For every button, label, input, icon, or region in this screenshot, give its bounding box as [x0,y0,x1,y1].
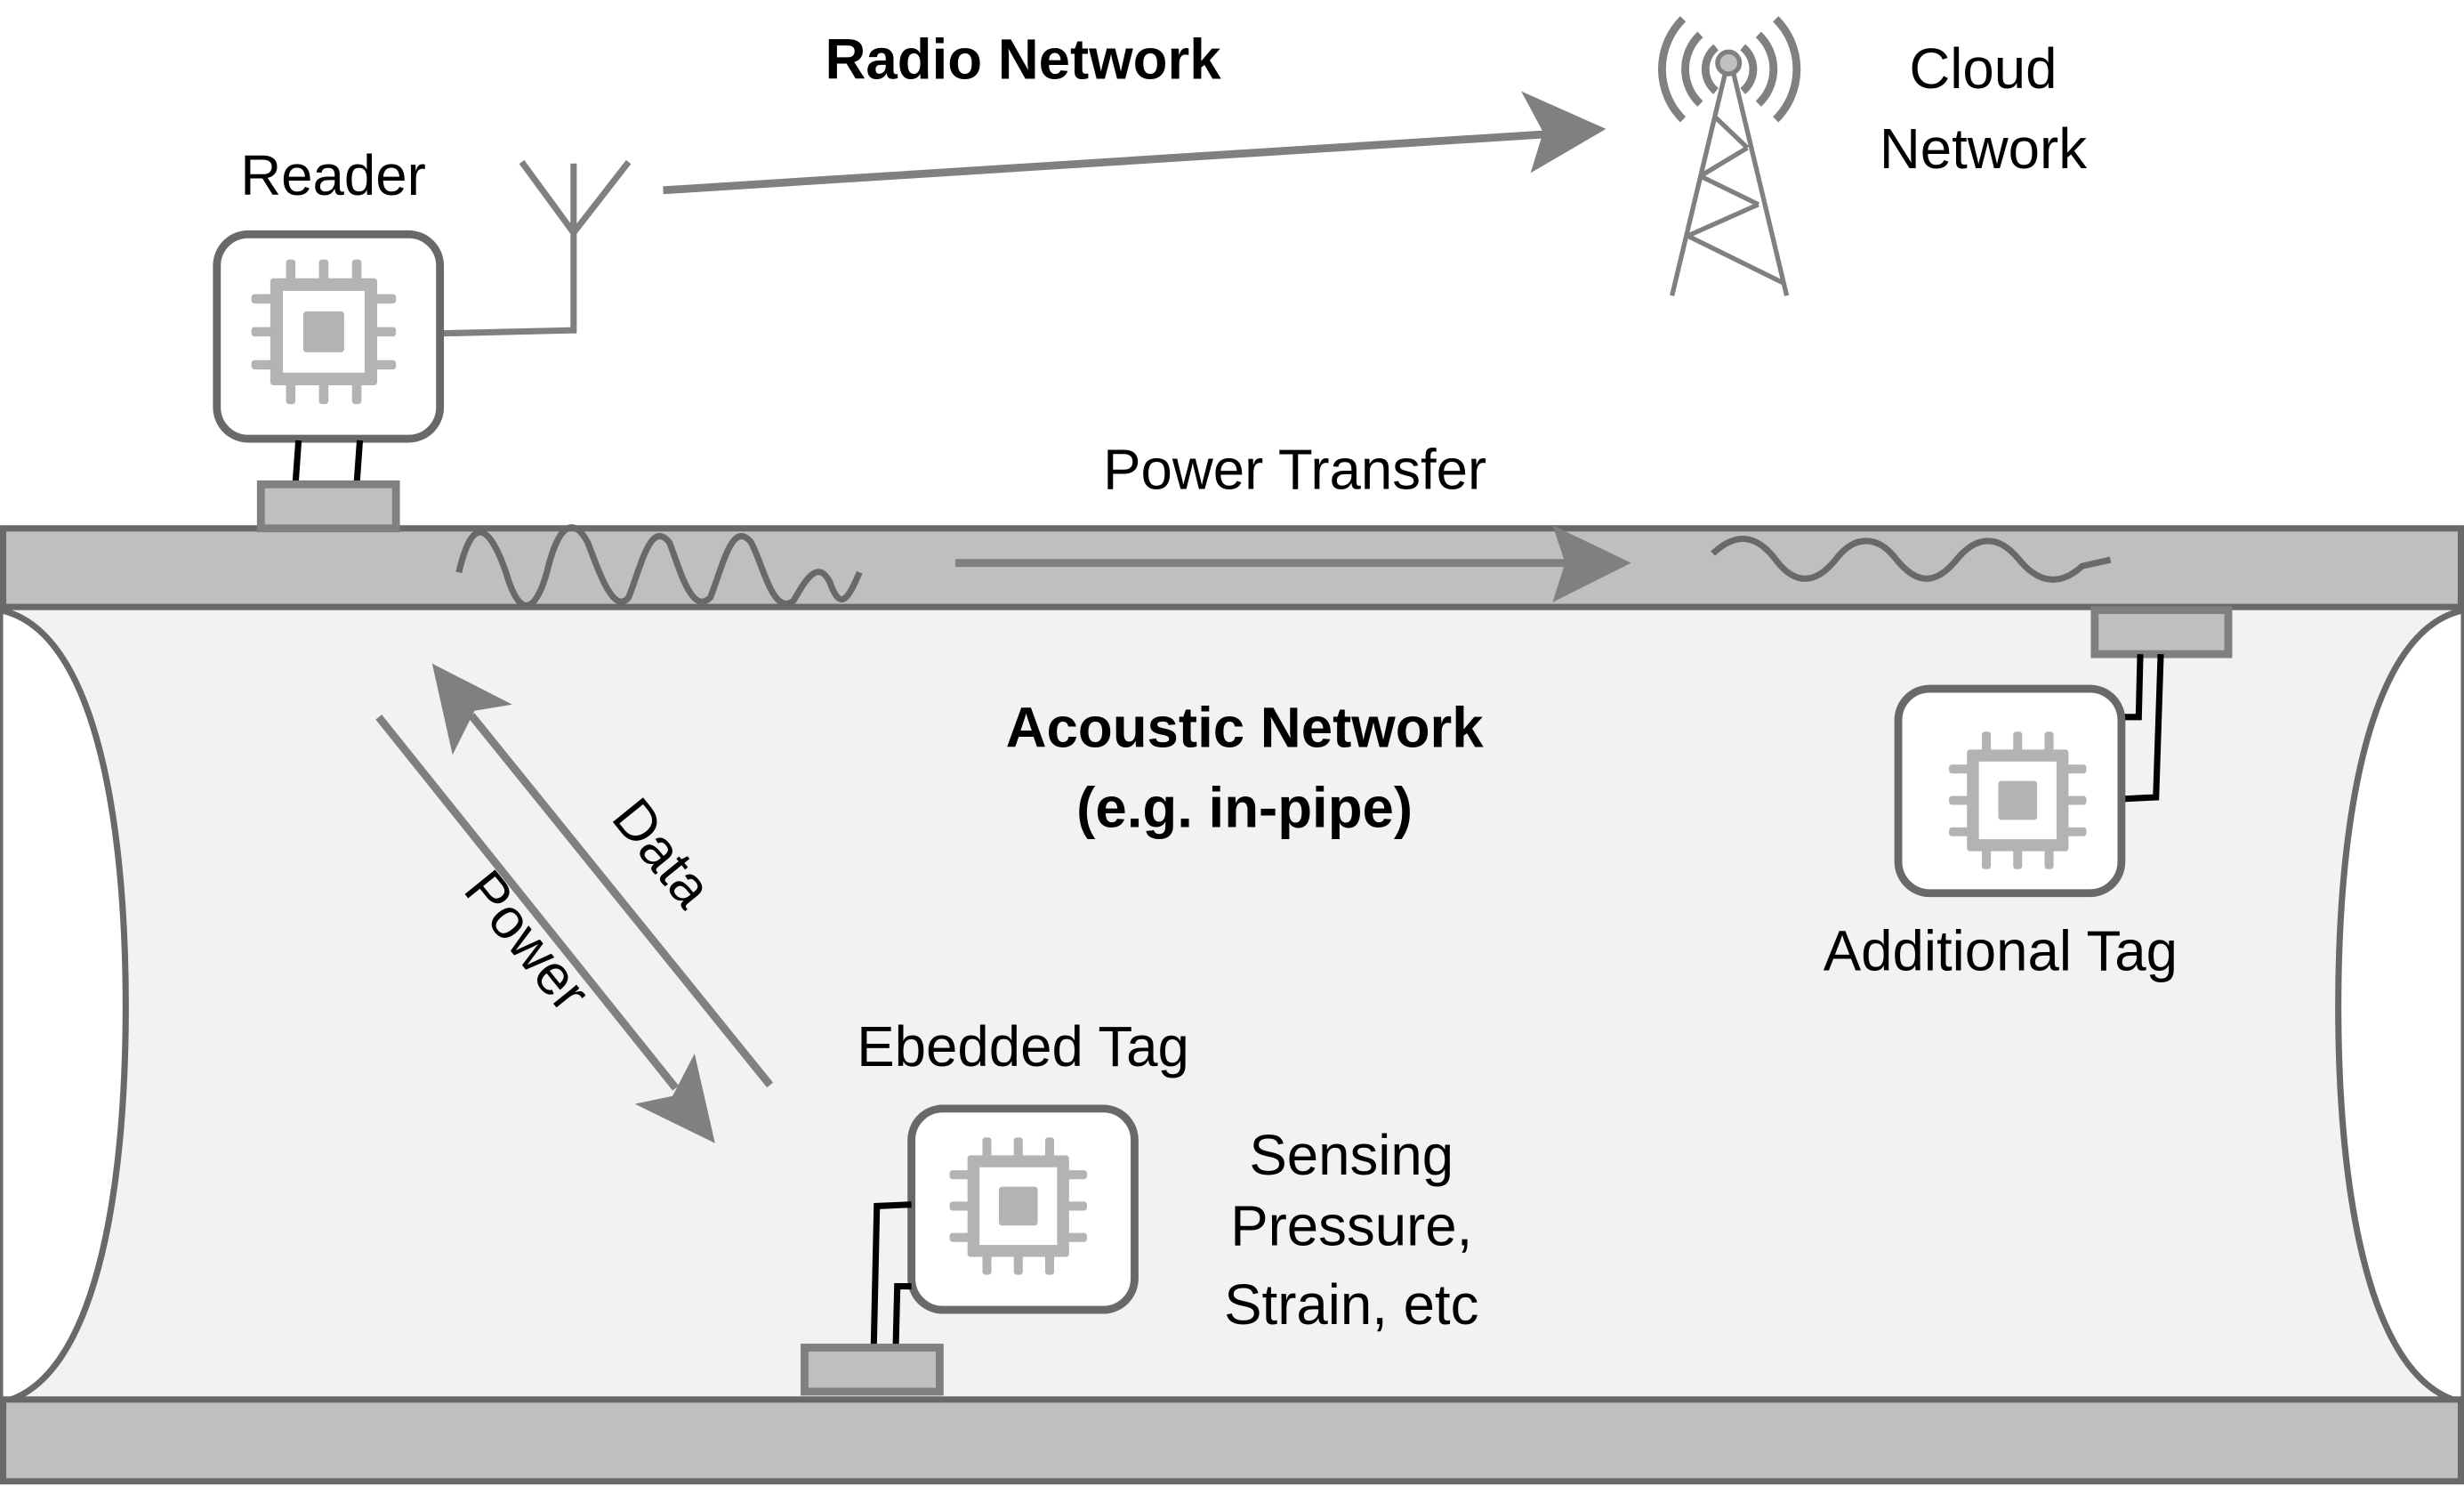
cloud-network-label-line2: Network [1880,117,2087,181]
reader-transducer [256,480,400,533]
pipe-top-wall [0,525,2464,610]
pipe-right-end [2335,607,2464,1406]
embedded-tag-transducer [801,1344,944,1396]
sensing-label-line2: Pressure, [1230,1195,1472,1258]
radio-tower-icon [1658,16,1801,296]
pipe-bottom-wall [0,1396,2464,1485]
antenna-icon [443,159,632,337]
reader-wire [292,440,302,485]
sensing-label-line1: Sensing [1249,1124,1453,1187]
additional-tag-chip-icon [1949,731,2087,869]
radio-network-arrow-shaft [663,129,1557,195]
embedded-tag-wire [892,1283,912,1350]
radio-network-arrowhead-icon [1521,91,1606,174]
reader-wire [353,440,364,485]
cloud-network-label-line1: Cloud [1909,37,2057,101]
embedded-tag-wire [870,1201,912,1350]
embedded-tag-chip-icon [949,1137,1087,1275]
additional-tag-wire [2124,654,2164,803]
reader-chip-icon [251,259,397,405]
additional-tag-wire [2121,654,2144,721]
data-arrowhead-icon [431,663,512,755]
reader-label: Reader [240,144,426,207]
acoustic-wave-strong-icon [455,524,863,609]
data-arrow-shaft [468,713,774,1088]
additional-tag-transducer [2090,606,2233,658]
power-arrowhead-icon [634,1054,715,1143]
power-transfer-label: Power Transfer [1103,439,1486,502]
pipe-left-end [0,607,129,1406]
additional-tag-label: Additional Tag [1824,919,2178,982]
power-transfer-arrowhead-icon [1552,525,1631,602]
acoustic-network-label-line2: (e.g. in-pipe) [1076,777,1413,840]
acoustic-wave-weak-icon [1711,536,2112,583]
radio-network-label: Radio Network [825,28,1221,91]
acoustic-network-label-line1: Acoustic Network [1006,696,1485,759]
power-arrow-shaft [375,715,680,1091]
embedded-tag-label: Ebedded Tag [857,1015,1189,1078]
sensing-label-line3: Strain, etc [1224,1273,1478,1337]
